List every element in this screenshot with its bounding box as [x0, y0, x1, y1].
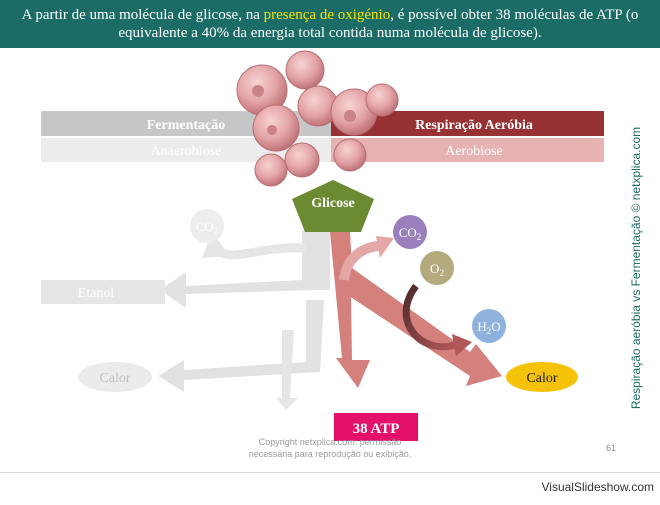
yeast-cell-nucleus	[267, 125, 277, 135]
co2-right-node	[393, 215, 427, 249]
co2-left-node	[190, 209, 224, 243]
fermentation-pathway	[158, 230, 330, 410]
header-text-before: A partir de uma molécula de glicose, na	[21, 7, 264, 23]
aerobic-subtitle-bar	[331, 138, 604, 162]
h2o-label: H2O	[477, 319, 500, 336]
yeast-cell	[333, 138, 367, 172]
page-number: 61	[606, 443, 617, 453]
header-text-after: , é possível obter 38 moléculas de ATP (…	[118, 7, 639, 41]
yeast-cells-image	[236, 50, 399, 187]
glicose-label: Glicose	[311, 196, 355, 211]
h2o-node	[472, 309, 506, 343]
metabolism-diagram: Fermentação Respiração Aeróbia Anaerobio…	[41, 50, 604, 441]
yeast-cell	[284, 142, 320, 178]
arrow-head-co2-right	[376, 236, 394, 258]
header-banner: A partir de uma molécula de glicose, na …	[0, 0, 660, 48]
header-highlight: presença de oxigénio	[263, 7, 391, 23]
copyright-notice: Copyright netxplica.com: permissão neces…	[200, 436, 460, 460]
arrow-to-calor-left	[158, 300, 324, 392]
arrow-down-left	[276, 330, 298, 410]
aerobic-pathway	[330, 232, 502, 388]
side-credit-label: Respiração aeróbia vs Fermentação © netx…	[629, 126, 643, 410]
glicose-node	[292, 180, 374, 232]
atp-box	[334, 413, 418, 441]
arrow-head-co2-left	[202, 232, 230, 258]
atp-label: 38 ATP	[353, 421, 400, 437]
o2-node	[420, 251, 454, 285]
footer-divider	[0, 472, 660, 473]
watermark: VisualSlideshow.com	[541, 480, 654, 494]
arrow-head-o2	[452, 334, 472, 356]
calor-right-node	[506, 362, 578, 392]
o2-label: O2	[430, 261, 444, 278]
aerobic-title: Respiração Aeróbia	[415, 118, 533, 133]
yeast-cell	[254, 153, 288, 187]
fermentation-title: Fermentação	[147, 118, 226, 133]
calor-left-node	[78, 362, 152, 392]
arrow-stem-co2-right	[339, 241, 379, 281]
etanol-box	[41, 280, 165, 304]
calor-right-label: Calor	[526, 371, 557, 386]
etanol-label: Etanol	[78, 286, 115, 301]
co2-left-label: CO2	[196, 219, 219, 236]
arrow-stem-o2	[402, 283, 456, 351]
copyright-line-2: necessária para reprodução ou exibição.	[248, 449, 412, 459]
yeast-cell	[365, 83, 399, 117]
calor-left-label: Calor	[99, 371, 130, 386]
copyright-line-1: Copyright netxplica.com: permissão	[258, 437, 402, 447]
yeast-cell-nucleus	[344, 110, 356, 122]
aerobic-subtitle: Aerobiose	[445, 144, 503, 159]
co2-right-label: CO2	[399, 225, 422, 242]
arrow-stem-co2-left	[211, 243, 307, 260]
fermentation-subtitle: Anaerobiose	[151, 144, 222, 159]
yeast-cell-nucleus	[252, 85, 264, 97]
slide-area: Fermentação Respiração Aeróbia Anaerobio…	[0, 48, 660, 500]
arrow-to-etanol	[160, 230, 330, 308]
yeast-cell	[285, 50, 325, 90]
